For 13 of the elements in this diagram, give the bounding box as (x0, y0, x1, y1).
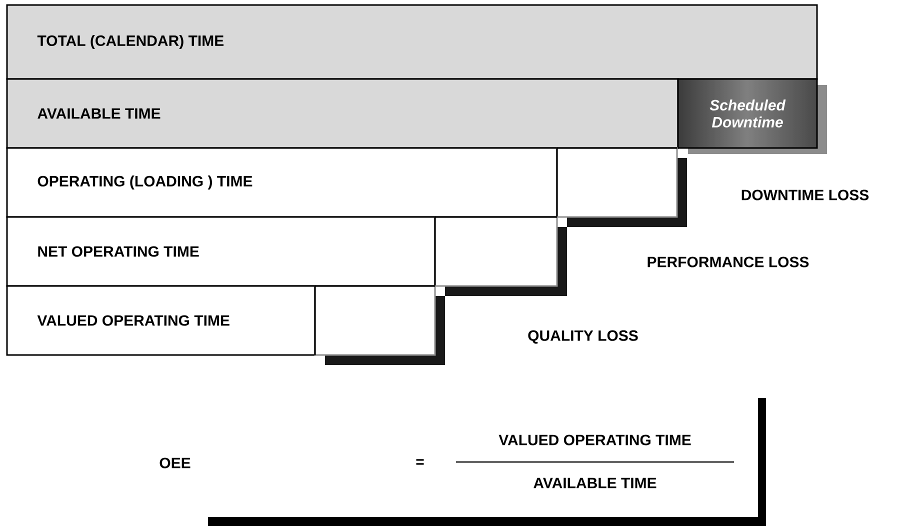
loss-box (314, 285, 445, 365)
loss-box (556, 147, 687, 227)
formula-term: OEE (160, 458, 190, 468)
loss-label: PERFORMANCE LOSS (648, 256, 809, 268)
time-bar: AVAILABLE TIME (6, 78, 679, 149)
loss-label: DOWNTIME LOSS (742, 190, 869, 200)
scheduled-downtime-box: Scheduled Downtime (677, 78, 828, 154)
loss-label: QUALITY LOSS (528, 330, 638, 344)
denominator: AVAILABLE TIME (534, 478, 656, 488)
equals-sign: = (416, 459, 424, 465)
loss-box (434, 216, 567, 296)
time-bar: TOTAL (CALENDAR) TIME (6, 4, 818, 80)
numerator: VALUED OPERATING TIME (498, 434, 691, 446)
